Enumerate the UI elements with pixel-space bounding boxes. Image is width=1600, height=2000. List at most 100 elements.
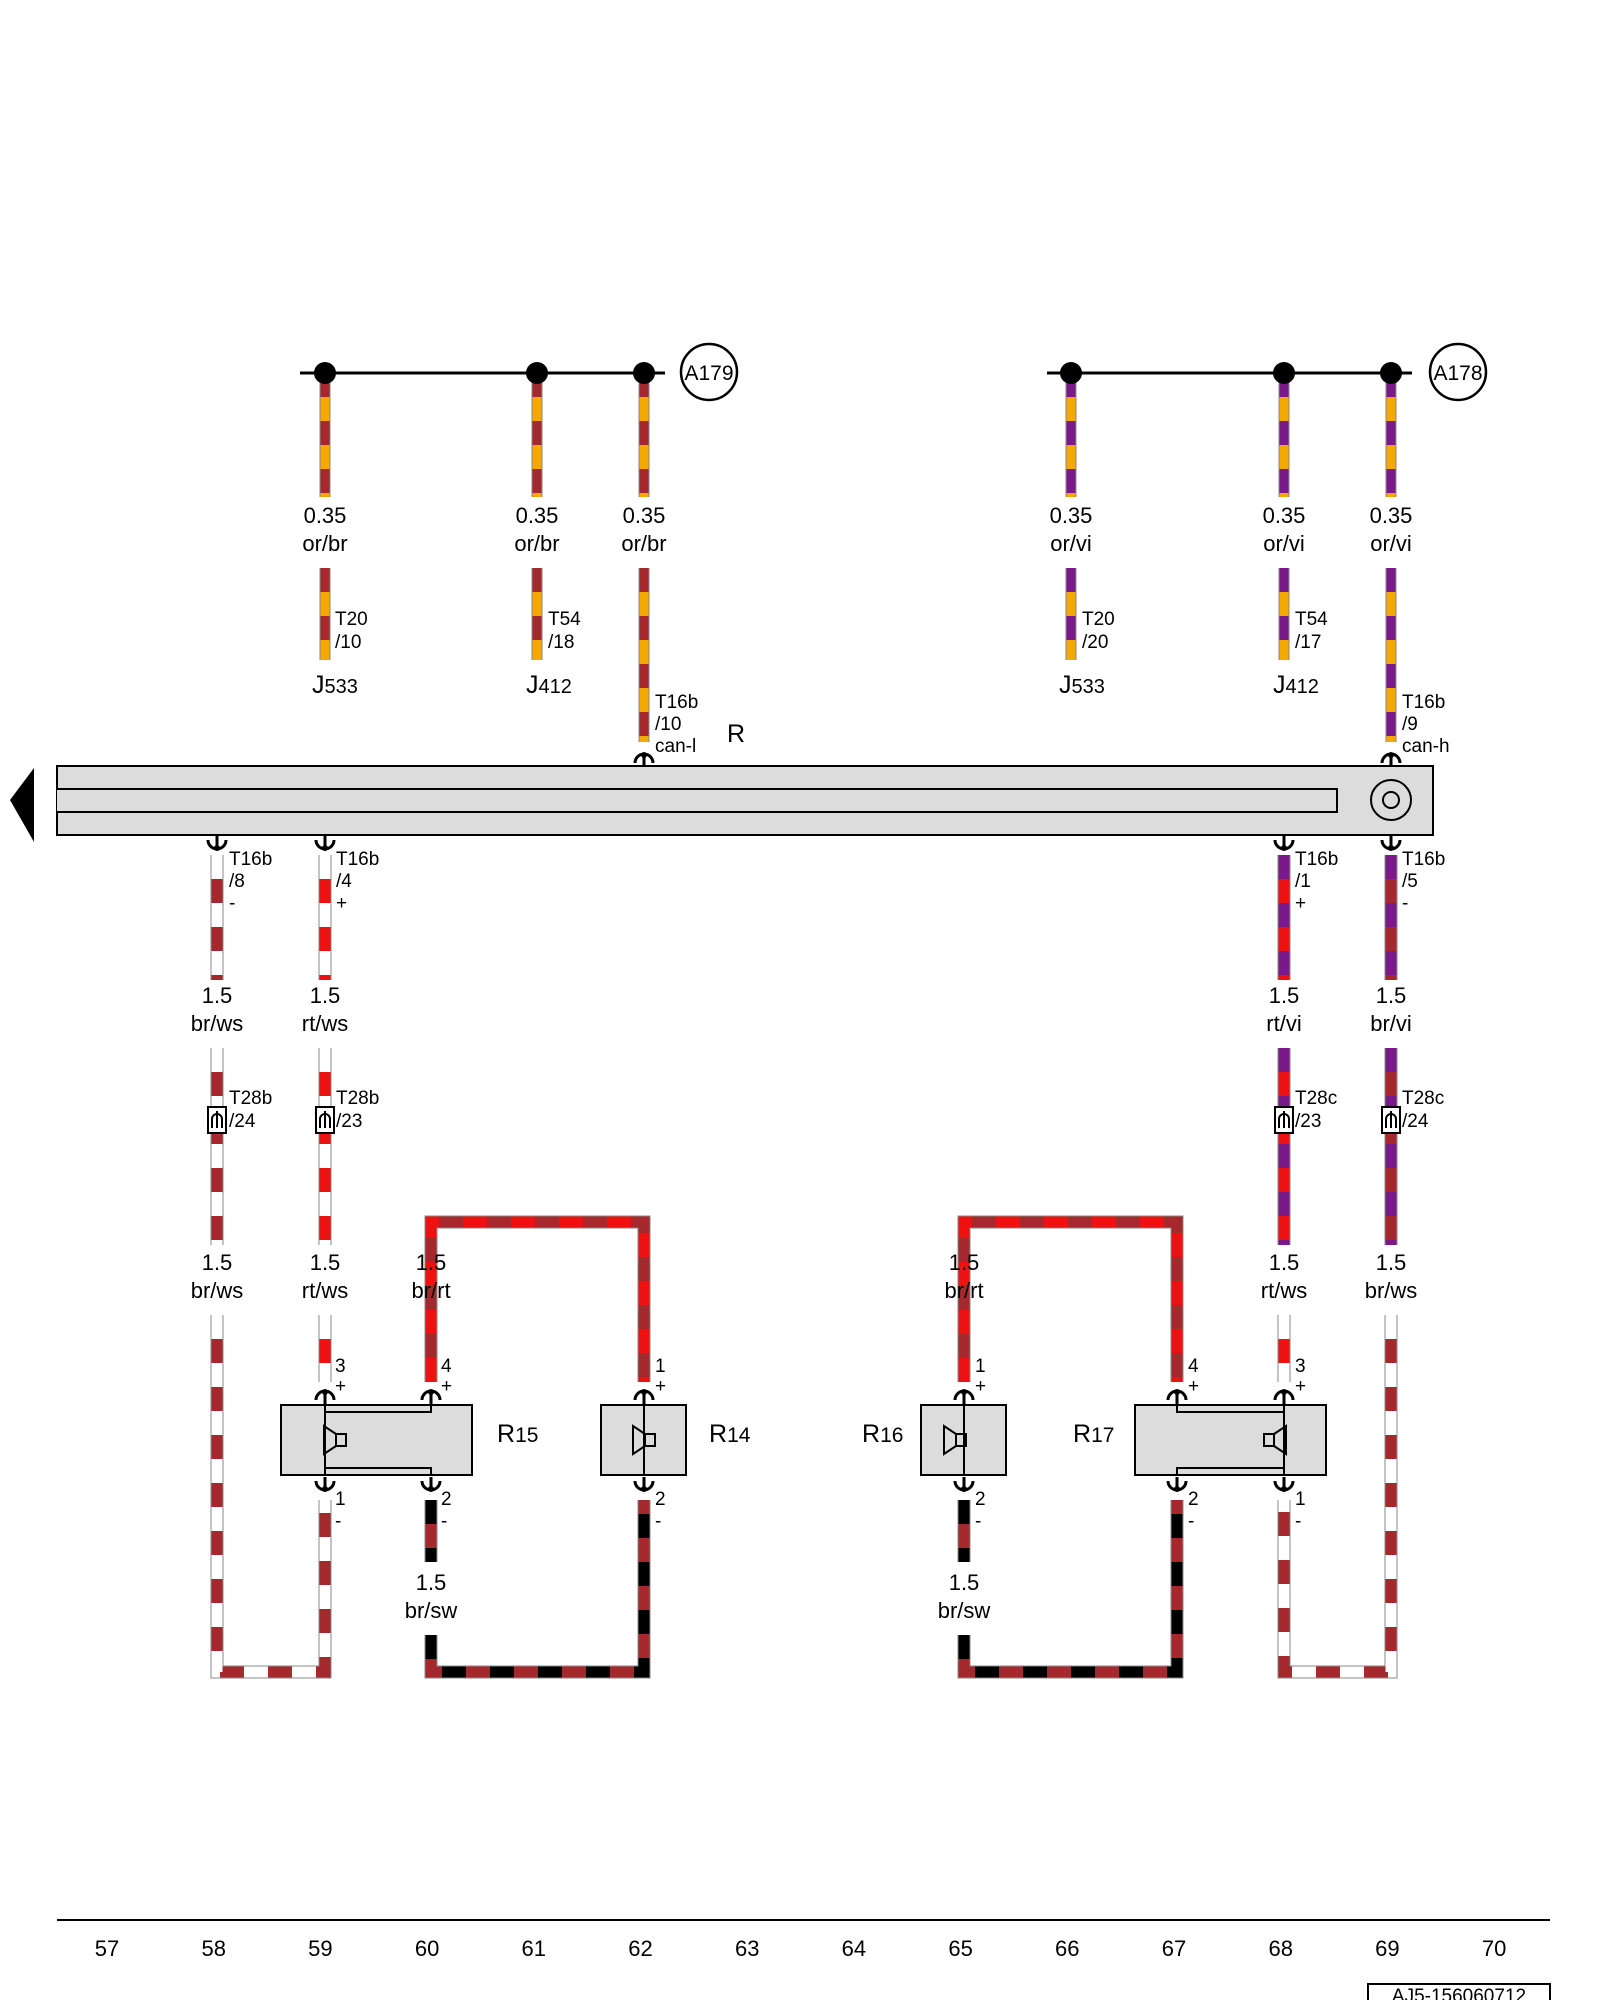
svg-text:J533: J533: [312, 671, 358, 699]
scale-number: 69: [1375, 1936, 1399, 1961]
svg-text:-: -: [975, 1511, 981, 1532]
scale-number: 70: [1482, 1936, 1506, 1961]
svg-text:-: -: [655, 1511, 661, 1532]
connector-t16b-9: T16b /9 can-h: [1402, 692, 1450, 757]
speaker-pin-icon: [314, 1387, 336, 1406]
speaker-r17[interactable]: R17: [1073, 1404, 1327, 1476]
svg-text:T16b: T16b: [1295, 849, 1338, 870]
svg-text:/9: /9: [1402, 714, 1418, 735]
svg-text:2: 2: [441, 1489, 452, 1510]
svg-text:+: +: [1295, 1376, 1306, 1397]
svg-text:T16b: T16b: [1402, 692, 1445, 713]
module-j533-left[interactable]: J533: [312, 671, 358, 699]
svg-text:1.5: 1.5: [949, 1570, 980, 1595]
speaker-r16[interactable]: R16: [862, 1404, 1007, 1476]
svg-text:/23: /23: [336, 1111, 362, 1132]
radio-pin-can-h-icon: [1380, 750, 1402, 769]
svg-text:/17: /17: [1295, 632, 1321, 653]
inline-connector-icon: [315, 1106, 335, 1134]
can-high-bus: A178: [1047, 342, 1488, 402]
speaker-pin-icon: [953, 1387, 975, 1406]
svg-text:T16b: T16b: [336, 849, 379, 870]
svg-text:0.35: 0.35: [1263, 503, 1306, 528]
svg-text:R17: R17: [1073, 1420, 1114, 1448]
svg-text:can-l: can-l: [655, 736, 696, 757]
svg-text:/5: /5: [1402, 871, 1418, 892]
svg-text:T16b: T16b: [1402, 849, 1445, 870]
radio-pin-5-icon: [1380, 834, 1402, 853]
connector-t54-18: T54/18: [548, 609, 581, 653]
wire-label-w15: 1.5 rt/ws: [1261, 1250, 1307, 1303]
wire-label-w11: 1.5br/ws: [191, 1250, 244, 1303]
svg-text:rt/vi: rt/vi: [1266, 1011, 1301, 1036]
wire-label-w7: 1.5br/ws: [191, 983, 244, 1036]
svg-text:+: +: [1188, 1376, 1199, 1397]
svg-text:or/br: or/br: [621, 531, 666, 556]
svg-text:T54: T54: [548, 609, 581, 630]
module-j533-right[interactable]: J533: [1059, 671, 1105, 699]
wire-label-w9: 1.5 rt/vi: [1266, 983, 1301, 1036]
svg-text:0.35: 0.35: [516, 503, 559, 528]
svg-text:1: 1: [1295, 1489, 1306, 1510]
inline-connector-icon: [207, 1106, 227, 1134]
svg-text:-: -: [1402, 893, 1408, 914]
connector-t20-20: T20/20: [1082, 609, 1115, 653]
scale-number: 62: [628, 1936, 652, 1961]
radio-pin-1-icon: [1273, 834, 1295, 853]
svg-text:br/ws: br/ws: [191, 1011, 244, 1036]
speaker-pin-icon: [633, 1387, 655, 1406]
scale-number: 58: [201, 1936, 225, 1961]
wire-stripe: [425, 1216, 650, 1382]
radio-unit[interactable]: R: [10, 720, 1434, 842]
speaker-pin-icon: [420, 1387, 442, 1406]
svg-text:1.5: 1.5: [1376, 983, 1407, 1008]
speaker-pin-icon: [420, 1475, 442, 1494]
svg-text:/10: /10: [655, 714, 681, 735]
wire-outline: [210, 1315, 332, 1679]
module-j412-left[interactable]: J412: [526, 671, 572, 699]
svg-text:1.5: 1.5: [1269, 983, 1300, 1008]
svg-text:/1: /1: [1295, 871, 1311, 892]
svg-text:rt/ws: rt/ws: [1261, 1278, 1307, 1303]
svg-text:1.5: 1.5: [1376, 1250, 1407, 1275]
wire-stripe: [211, 1315, 331, 1678]
r16-pin-labels: 1+ 2-: [975, 1356, 986, 1532]
module-j412-right[interactable]: J412: [1273, 671, 1319, 699]
connector-t28b-23: T28b/23: [336, 1088, 379, 1132]
wire-outline: [424, 1215, 651, 1382]
speaker-r14[interactable]: R14: [600, 1404, 751, 1476]
r15-pin-labels: 3+ 4+ 1- 2-: [335, 1356, 452, 1532]
svg-text:T28b: T28b: [229, 1088, 272, 1109]
svg-text:3: 3: [1295, 1356, 1306, 1377]
can-low-bus: A179: [300, 342, 739, 402]
wire-stripe: [958, 1500, 1183, 1678]
wire-outline: [424, 1500, 651, 1679]
scale-number: 67: [1162, 1936, 1186, 1961]
connector-t16b-5: T16b/5-: [1402, 849, 1445, 914]
svg-text:-: -: [1188, 1511, 1194, 1532]
svg-text:T16b: T16b: [655, 692, 698, 713]
inline-connector-icon: [1274, 1106, 1294, 1134]
speaker-pin-icon: [1166, 1475, 1188, 1494]
svg-text:1.5: 1.5: [310, 983, 341, 1008]
speaker-pin-icon: [633, 1475, 655, 1494]
r17-pin-labels: 4+ 3+ 2- 1-: [1188, 1356, 1306, 1532]
connector-t20-10: T20/10: [335, 609, 368, 653]
svg-text:T16b: T16b: [229, 849, 272, 870]
svg-text:1.5: 1.5: [1269, 1250, 1300, 1275]
reference-a179[interactable]: A179: [679, 342, 739, 402]
scale-number: 59: [308, 1936, 332, 1961]
svg-text:+: +: [335, 1376, 346, 1397]
reference-a178[interactable]: A178: [1428, 342, 1488, 402]
svg-text:1.5: 1.5: [202, 1250, 233, 1275]
wire-stripe: [425, 1500, 650, 1678]
svg-text:/24: /24: [1402, 1111, 1429, 1132]
svg-text:br/vi: br/vi: [1370, 1011, 1412, 1036]
speaker-r15[interactable]: R15: [280, 1404, 538, 1476]
svg-text:/4: /4: [336, 871, 352, 892]
svg-text:1.5: 1.5: [310, 1250, 341, 1275]
